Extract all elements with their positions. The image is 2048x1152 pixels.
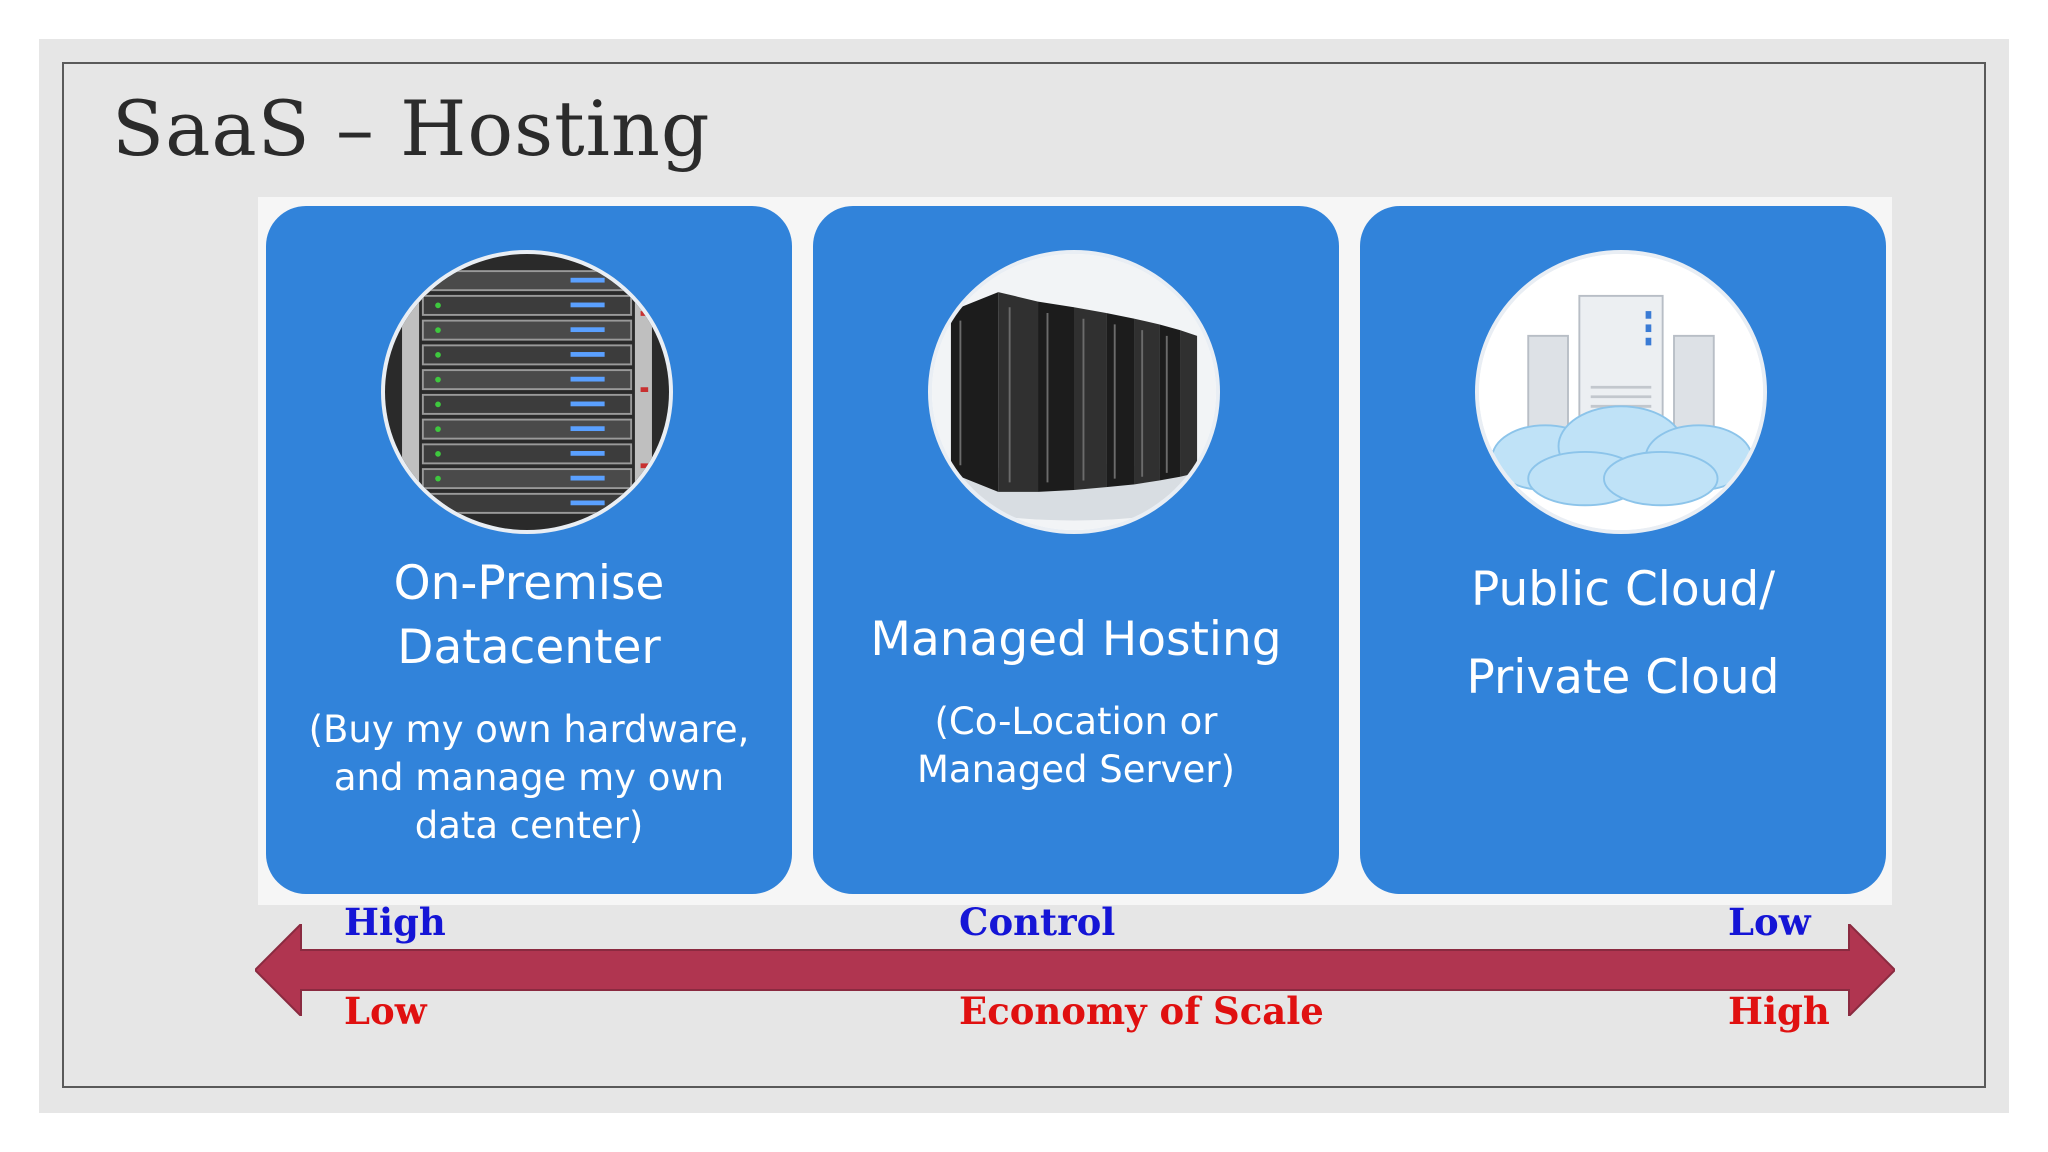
subtitle-line: data center) (266, 802, 792, 850)
economy-right-label: High (1728, 989, 1830, 1033)
heading-line: Datacenter (266, 616, 792, 680)
control-right-label: Low (1728, 900, 1811, 944)
subtitle-line: (Co-Location or (813, 698, 1339, 746)
card-subtitle: (Co-Location or Managed Server) (813, 698, 1339, 794)
card-heading: Managed Hosting (813, 608, 1339, 672)
control-center-label: Control (959, 900, 1115, 944)
card-managed-hosting: Managed Hosting (Co-Location or Managed … (813, 206, 1339, 894)
control-left-label: High (344, 900, 446, 944)
card-heading: On-Premise Datacenter (266, 552, 792, 680)
economy-center-label: Economy of Scale (959, 989, 1324, 1033)
subtitle-line: (Buy my own hardware, (266, 706, 792, 754)
server-cabinets-icon (928, 250, 1220, 534)
slide-title: SaaS – Hosting (112, 84, 711, 173)
subtitle-line: Managed Server) (813, 746, 1339, 794)
heading-line: Managed Hosting (813, 608, 1339, 672)
heading-line: On-Premise (266, 552, 792, 616)
card-heading: Public Cloud/ Private Cloud (1360, 546, 1886, 722)
server-rack-icon (381, 250, 673, 534)
card-on-premise: On-Premise Datacenter (Buy my own hardwa… (266, 206, 792, 894)
cloud-server-icon (1475, 250, 1767, 534)
card-cloud: Public Cloud/ Private Cloud (1360, 206, 1886, 894)
economy-left-label: Low (344, 989, 427, 1033)
card-subtitle: (Buy my own hardware, and manage my own … (266, 706, 792, 850)
heading-line: Public Cloud/ (1360, 546, 1886, 634)
heading-line: Private Cloud (1360, 634, 1886, 722)
subtitle-line: and manage my own (266, 754, 792, 802)
